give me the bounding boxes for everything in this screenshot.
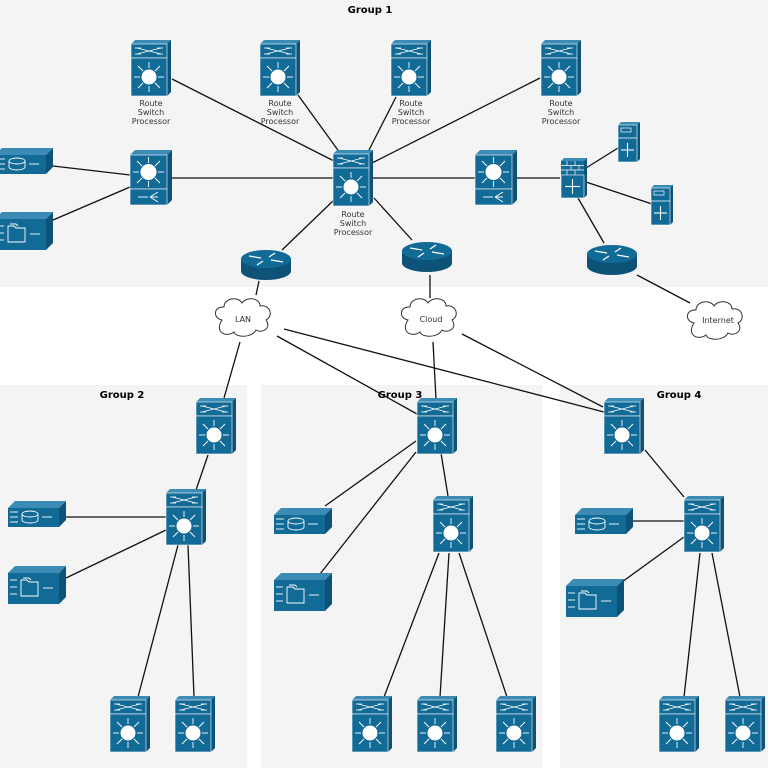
route-switch-processor-icon[interactable] — [390, 39, 432, 97]
link — [383, 552, 440, 698]
route-switch-processor-icon[interactable] — [432, 495, 474, 553]
link — [636, 274, 691, 304]
route-switch-processor-icon[interactable] — [416, 695, 458, 753]
route-switch-processor-icon[interactable] — [109, 695, 151, 753]
link — [585, 181, 653, 205]
route-switch-processor-icon[interactable] — [195, 397, 237, 455]
links — [52, 77, 741, 698]
link — [367, 96, 397, 153]
link — [187, 544, 195, 698]
link — [52, 165, 131, 176]
node-label: Processor — [132, 117, 171, 126]
router-icon[interactable] — [401, 241, 453, 273]
group-1-title: Group 1 — [348, 5, 393, 16]
database-server-icon[interactable] — [0, 147, 54, 175]
link — [324, 440, 417, 507]
link — [621, 536, 685, 583]
database-server-icon[interactable] — [7, 500, 67, 528]
router-icon[interactable] — [586, 244, 638, 276]
group-2-title: Group 2 — [100, 390, 145, 401]
router-icon[interactable] — [240, 249, 292, 281]
server-icon[interactable] — [617, 121, 641, 163]
file-server-icon[interactable] — [273, 572, 333, 612]
node-label: Switch — [340, 219, 366, 228]
route-switch-processor-icon[interactable] — [259, 39, 301, 97]
link — [644, 449, 685, 498]
link — [458, 552, 508, 698]
route-switch-processor-icon[interactable] — [603, 397, 645, 455]
server-icon[interactable] — [650, 184, 674, 226]
core-route-switch-processor-icon[interactable] — [332, 149, 374, 207]
route-switch-processor-icon[interactable] — [658, 695, 700, 753]
link — [461, 333, 604, 408]
file-server-icon[interactable] — [7, 565, 67, 605]
link — [432, 341, 437, 400]
node-label: Processor — [392, 117, 431, 126]
group-1-region — [0, 0, 768, 287]
link — [281, 199, 335, 251]
file-server-icon[interactable] — [565, 578, 625, 618]
route-switch-processor-icon[interactable] — [351, 695, 393, 753]
cloud-label: Internet — [702, 316, 734, 325]
link — [137, 544, 179, 698]
node-label: Route — [139, 99, 162, 108]
route-switch-processor-icon[interactable] — [416, 397, 458, 455]
link — [319, 451, 417, 575]
cloud-cloud[interactable]: Cloud — [400, 298, 457, 337]
route-switch-processor-icon[interactable] — [495, 695, 537, 753]
link — [283, 328, 605, 413]
link — [585, 147, 619, 169]
link — [371, 77, 541, 164]
node-label: Switch — [267, 108, 293, 117]
node-label: Route — [549, 99, 572, 108]
link — [711, 552, 741, 698]
link — [255, 280, 260, 296]
link — [439, 552, 450, 698]
database-server-icon[interactable] — [273, 507, 333, 535]
route-switch-processor-icon[interactable] — [130, 39, 172, 97]
link — [171, 78, 337, 163]
link — [65, 529, 167, 579]
node-label: Processor — [334, 228, 373, 237]
node-label: Route — [268, 99, 291, 108]
node-label: Switch — [138, 108, 164, 117]
link — [297, 94, 341, 154]
firewall-icon[interactable] — [560, 157, 588, 199]
link — [52, 186, 131, 221]
route-switch-processor-icon[interactable] — [165, 488, 207, 546]
node-labels: Route Switch Processor Route Switch Proc… — [132, 99, 581, 237]
layer3-switch-icon[interactable] — [129, 149, 173, 206]
link — [195, 454, 209, 491]
file-server-icon[interactable] — [0, 211, 54, 251]
node-label: Switch — [398, 108, 424, 117]
route-switch-processor-icon[interactable] — [724, 695, 766, 753]
cloud-internet[interactable]: Internet — [686, 301, 743, 340]
node-label: Route — [399, 99, 422, 108]
cloud-label: Cloud — [420, 315, 443, 324]
node-label: Processor — [542, 117, 581, 126]
link — [223, 341, 241, 399]
cloud-lan[interactable]: LAN — [214, 298, 271, 337]
cloud-label: LAN — [235, 315, 251, 324]
node-label: Route — [341, 210, 364, 219]
link — [276, 335, 418, 415]
database-server-icon[interactable] — [574, 507, 634, 535]
node-label: Processor — [261, 117, 300, 126]
route-switch-processor-icon[interactable] — [174, 695, 216, 753]
node-label: Switch — [548, 108, 574, 117]
layer3-switch-icon[interactable] — [474, 149, 518, 206]
route-switch-processor-icon[interactable] — [540, 39, 582, 97]
link — [683, 552, 701, 698]
group-3-title: Group 3 — [378, 390, 423, 401]
group-4-title: Group 4 — [657, 390, 702, 401]
link — [373, 197, 413, 241]
link — [577, 197, 605, 244]
route-switch-processor-icon[interactable] — [683, 495, 725, 553]
link — [440, 452, 449, 497]
